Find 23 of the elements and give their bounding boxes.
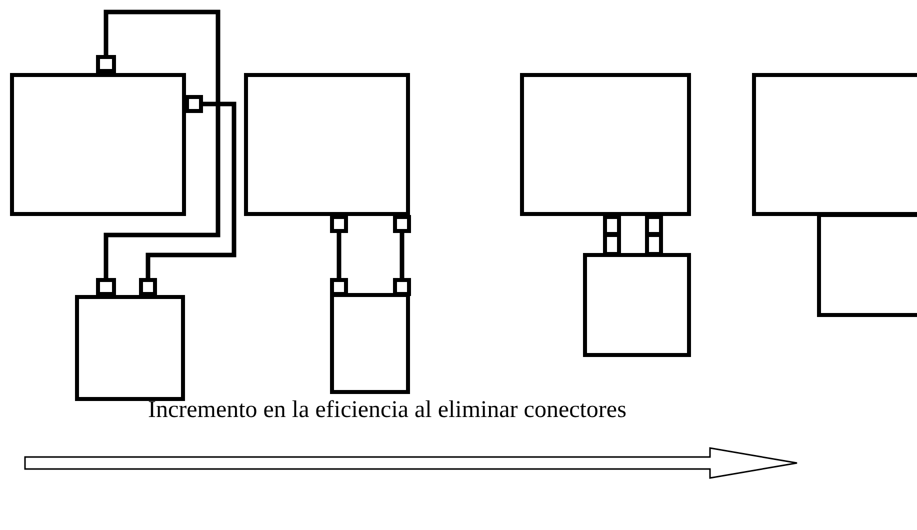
module-box bbox=[752, 73, 917, 216]
module-box bbox=[330, 293, 410, 394]
connector-box bbox=[645, 233, 663, 256]
module-box bbox=[75, 295, 185, 401]
connector-box bbox=[330, 278, 348, 296]
wire bbox=[336, 233, 342, 278]
connector-box bbox=[330, 215, 348, 233]
module-box bbox=[817, 213, 917, 317]
connector-box bbox=[185, 95, 203, 113]
connector-box bbox=[393, 215, 411, 233]
connector-box bbox=[139, 278, 157, 296]
wire bbox=[146, 102, 236, 278]
module-box bbox=[244, 73, 410, 216]
wire bbox=[400, 233, 404, 278]
module-box bbox=[10, 73, 186, 216]
connector-box bbox=[96, 278, 116, 296]
connector-box bbox=[603, 233, 621, 256]
connector-box bbox=[96, 55, 116, 73]
connector-box bbox=[393, 278, 411, 296]
module-box bbox=[583, 253, 691, 357]
wire bbox=[104, 10, 220, 278]
module-box bbox=[520, 73, 691, 216]
caption-text: Incremento en la eficiencia al eliminar conectores bbox=[148, 397, 626, 424]
